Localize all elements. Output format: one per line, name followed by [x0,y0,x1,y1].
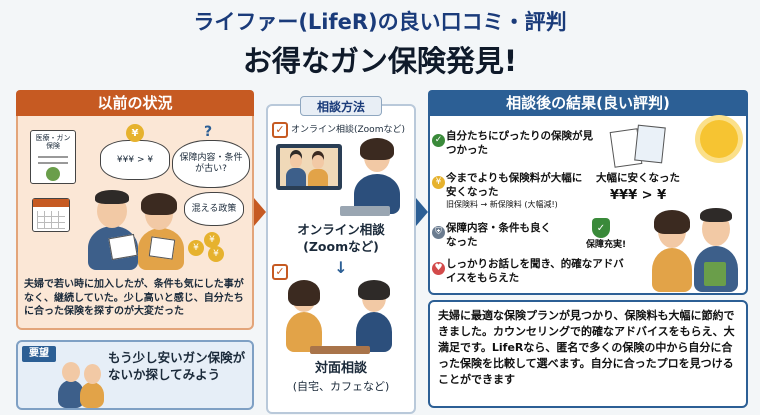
client-figure [286,312,322,352]
arrow-to-method [254,198,266,226]
laptop-icon [340,206,390,216]
result-item-2: 今までよりも保険料が大幅に安くなった [446,172,583,198]
online-advisor-hair [360,138,394,160]
confused-bubble-text: 混える政策 [191,203,237,214]
page-headline: お得なガン保険発見! [242,44,518,78]
down-arrow-icon: ↓ [334,257,348,277]
inperson-check-icon: ✓ [272,264,288,280]
advisor-hair [358,280,390,300]
result-item-2-yen: ¥¥¥ > ¥ [610,188,667,203]
page-title: ライファー(LifeR)の良い口コミ・評判 [193,10,567,34]
husband-hair [95,190,129,204]
before-header: 以前の状況 [16,90,254,116]
result-shield-icon: ⛨ [432,226,445,239]
shield-check-icon: ✓ [592,218,610,238]
result-item-3: 保障内容・条件も良くなった [446,222,551,248]
price-thought-bubble: ¥¥¥ > ¥ [100,140,170,180]
wish-text: もう少し安いガン保険がないか探してみよう [108,350,246,382]
husband-document-icon [108,233,138,261]
before-description: 夫婦で若い時に加入したが、条件も気にした事がなく、継続していた。少し高いと感じ、… [24,279,244,317]
table-icon [310,346,370,354]
online-check-icon: ✓ [272,122,288,138]
happy-wife-hair [654,210,690,234]
client-hair [288,280,320,306]
coins-icon: ¥ ¥ ¥ [188,232,228,262]
result-panel [428,90,748,295]
question-mark-icon: ? [203,124,213,140]
wish-wife-figure [80,382,104,408]
calendar-icon [32,198,70,232]
inperson-method-label: 対面相談 [314,361,367,376]
wish-husband-head [62,362,80,382]
documents-icon [609,124,672,172]
online-method-label: オンライン相談(Zoomなど) [297,222,385,254]
result-item-1: 自分たちにぴったりの保険が見つかった [446,130,593,156]
document-label: 医療・ガン保険 [35,134,71,150]
price-bubble-text: ¥¥¥ > ¥ [116,154,154,165]
result-item-2-side: 大幅に安くなった [596,172,680,184]
inperson-method-sub: (自宅、カフェなど) [292,380,390,393]
result-summary: 夫婦に最適な保険プランが見つかり、保険料も大幅に節約できました。カウンセリングで… [428,300,748,408]
notebook-icon [704,262,726,286]
result-header: 相談後の結果(良い評判) [428,90,748,116]
online-check-label: オンライン相談(Zoomなど) [291,125,405,135]
result-item-3-badge: 保障充実! [586,240,627,250]
arrow-to-result [416,198,428,226]
wish-husband-figure [58,380,84,408]
happy-wife-figure [652,248,692,292]
method-header: 相談方法 [300,96,382,116]
wife-hair [141,193,177,215]
advisor-figure [356,312,392,352]
result-check-icon: ✓ [432,134,445,147]
yen-coin-icon: ¥ [126,124,144,142]
monitor-icon [276,144,342,190]
result-item-2-note: 旧保険料 → 新保険料 (大幅減!) [446,200,558,209]
wish-tag: 要望 [22,346,56,362]
insurance-document-icon: 医療・ガン保険 [30,130,76,184]
wish-wife-head [84,364,101,384]
result-heart-icon: ♥ [432,262,445,275]
question-bubble-text: 保障内容・条件が古い? [179,153,243,174]
question-thought-bubble: 保障内容・条件が古い? [172,140,250,188]
result-item-4: しっかりお話しを聞き、的確なアドバイスをもらえた [446,258,624,284]
result-yen-icon: ¥ [432,176,445,189]
happy-husband-hair [700,208,732,222]
sun-icon [700,120,738,158]
confused-thought-bubble: 混える政策 [184,192,244,226]
wife-document-icon [148,236,176,260]
